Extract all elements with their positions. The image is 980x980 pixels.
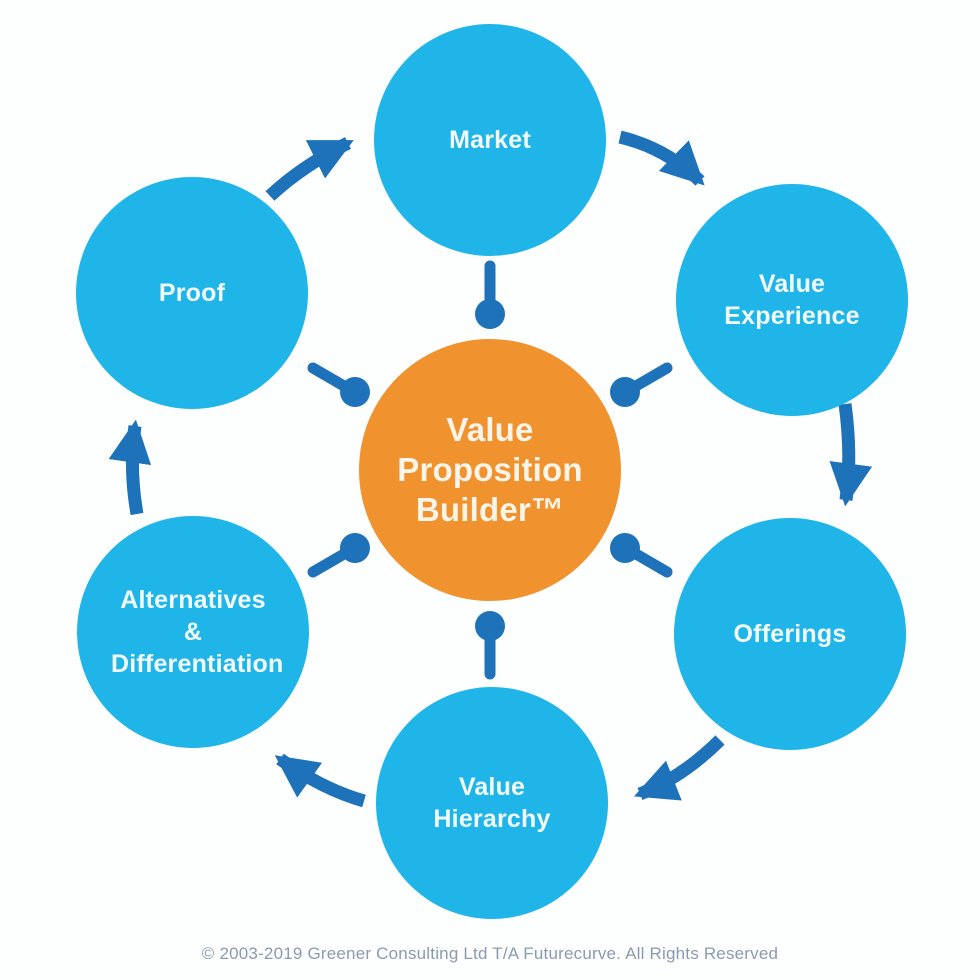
spoke-value-hierarchy-to-center xyxy=(475,611,505,680)
node-value-hierarchy: Value Hierarchy xyxy=(376,687,608,919)
arrow-value-experience-to-offerings xyxy=(829,403,873,507)
arrow-proof-to-market xyxy=(265,137,354,201)
node-alternatives-differentiation-label: Alternatives & Differentiation xyxy=(111,586,284,678)
node-offerings: Offerings xyxy=(674,518,906,750)
center-hub-label: Value Proposition Builder™ xyxy=(397,410,583,529)
spoke-market-to-center xyxy=(475,260,505,329)
arrow-market-to-value-experience xyxy=(618,130,705,186)
node-market: Market xyxy=(374,24,606,256)
arrow-offerings-to-value-hierarchy xyxy=(634,735,725,801)
footer-copyright: © 2003-2019 Greener Consulting Ltd T/A F… xyxy=(201,944,779,963)
node-market-label: Market xyxy=(449,126,531,154)
spoke-alternatives-to-center xyxy=(307,533,370,578)
node-proof: Proof xyxy=(76,177,308,409)
node-value-experience-label: Value Experience xyxy=(724,270,860,330)
node-proof-label: Proof xyxy=(158,279,226,307)
spoke-value-experience-to-center xyxy=(610,362,673,407)
node-alternatives-differentiation: Alternatives & Differentiation xyxy=(77,516,309,748)
node-offerings-label: Offerings xyxy=(733,620,847,648)
spoke-proof-to-center xyxy=(307,362,370,407)
center-hub: Value Proposition Builder™ xyxy=(359,339,621,601)
spoke-offerings-to-center xyxy=(610,533,673,578)
arrow-value-hierarchy-to-alternatives xyxy=(274,753,366,808)
node-value-experience: Value Experience xyxy=(676,184,908,416)
node-value-hierarchy-label: Value Hierarchy xyxy=(433,773,551,833)
arrow-alternatives-to-proof xyxy=(108,419,152,516)
